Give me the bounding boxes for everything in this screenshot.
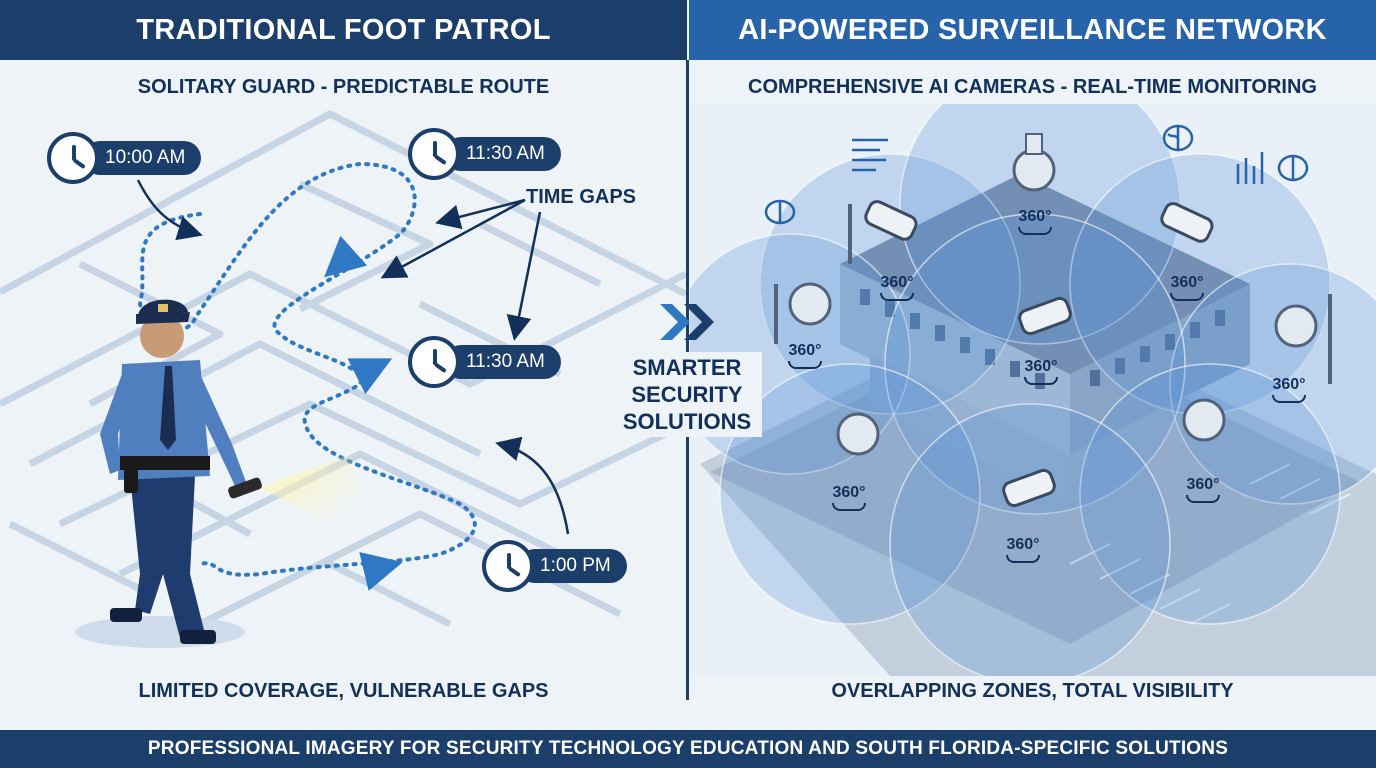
dome-camera-icon	[1274, 304, 1318, 348]
clock-icon	[482, 540, 534, 592]
bullet-camera-icon	[1018, 296, 1072, 336]
building	[840, 174, 1250, 504]
dome-camera-icon	[1182, 398, 1226, 442]
clock-icon	[47, 132, 99, 184]
coverage-badge: 360°	[788, 342, 822, 369]
guard-figure	[75, 299, 262, 648]
time-pill-1000: 10:00 AM	[47, 132, 202, 184]
patrol-map	[0, 110, 688, 648]
time-label: 1:00 PM	[518, 549, 627, 583]
center-line-3: SOLUTIONS	[622, 409, 752, 434]
surveillance-panel	[669, 63, 1376, 685]
coverage-badge: 360°	[1186, 476, 1220, 503]
clock-icon	[408, 336, 460, 388]
patrol-panel: TIME GAPS	[0, 104, 688, 676]
center-label: SMARTER SECURITY SOLUTIONS	[612, 352, 762, 437]
right-caption: OVERLAPPING ZONES, TOTAL VISIBILITY	[831, 679, 1234, 702]
time-label: 11:30 AM	[444, 137, 561, 171]
cameras	[774, 133, 1332, 508]
gap-arrow	[380, 198, 526, 279]
parking-lines	[1069, 463, 1351, 625]
coverage-badge: 360°	[1006, 536, 1040, 563]
ai-icons	[764, 124, 1309, 225]
gap-arrow	[435, 198, 526, 230]
left-header: TRADITIONAL FOOT PATROL	[0, 0, 687, 60]
right-subtitle: COMPREHENSIVE AI CAMERAS - REAL-TIME MON…	[748, 75, 1317, 98]
brain-icon	[1277, 154, 1309, 182]
dome-camera-icon	[1012, 133, 1056, 192]
clock-icon	[408, 128, 460, 180]
center-line-2: SECURITY	[631, 382, 743, 407]
footer-banner: PROFESSIONAL IMAGERY FOR SECURITY TECHNO…	[0, 730, 1376, 768]
left-caption: LIMITED COVERAGE, VULNERABLE GAPS	[138, 679, 549, 702]
right-header: AI-POWERED SURVEILLANCE NETWORK	[689, 0, 1376, 60]
patrol-route	[137, 161, 477, 577]
time-gaps-label: TIME GAPS	[526, 186, 637, 208]
gap-arrow	[506, 211, 542, 341]
coverage-badge: 360°	[880, 274, 914, 301]
coverage-badge: 360°	[832, 484, 866, 511]
bullet-camera-icon	[864, 200, 918, 241]
dome-camera-icon	[788, 282, 832, 326]
time-pill-100: 1:00 PM	[482, 540, 627, 592]
coverage-badge: 360°	[1024, 358, 1058, 385]
brain-icon	[1162, 124, 1194, 152]
route-arrow	[347, 358, 393, 395]
surveillance-scene	[669, 63, 1376, 685]
coverage-badge: 360°	[1170, 274, 1204, 301]
chart-icon	[1236, 152, 1264, 184]
flashlight-icon	[228, 477, 262, 499]
coverage-badge: 360°	[1018, 208, 1052, 235]
callout-arrow	[136, 179, 203, 241]
route-arrow	[359, 552, 403, 591]
brain-icon	[764, 199, 796, 225]
coverage-badge: 360°	[1272, 376, 1306, 403]
callout-arrow	[495, 436, 570, 535]
dome-camera-icon	[836, 412, 880, 456]
time-pill-1130-mid: 11:30 AM	[408, 336, 561, 388]
bullet-camera-icon	[1002, 468, 1056, 508]
coverage-zones	[669, 63, 1376, 685]
chevron-right-icon	[660, 304, 714, 340]
time-pill-1130-top: 11:30 AM	[408, 128, 561, 180]
route-arrow	[324, 235, 368, 278]
bullet-camera-icon	[1160, 202, 1214, 243]
time-label: 10:00 AM	[83, 141, 202, 175]
left-subtitle: SOLITARY GUARD - PREDICTABLE ROUTE	[137, 75, 550, 98]
time-label: 11:30 AM	[444, 345, 561, 379]
center-line-1: SMARTER	[632, 355, 742, 380]
flashlight-beam	[258, 454, 380, 544]
list-icon	[852, 138, 888, 172]
